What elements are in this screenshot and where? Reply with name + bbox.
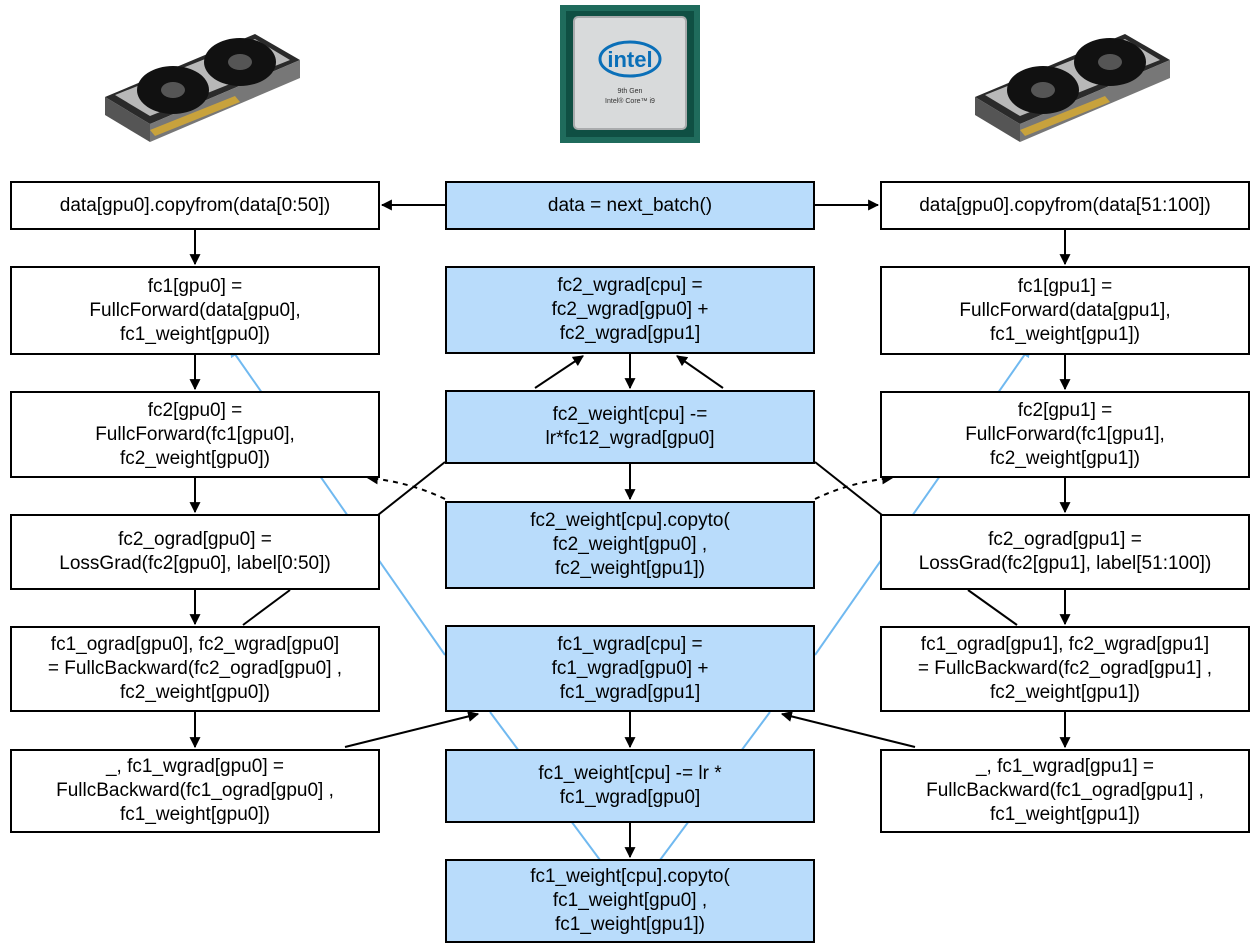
- node-cpu-fc2-wgrad-sum: fc2_wgrad[cpu] = fc2_wgrad[gpu0] + fc2_w…: [445, 266, 815, 354]
- gpu-left-illustration: [95, 12, 305, 152]
- node-cpu-fc1-weight-copy: fc1_weight[cpu].copyto( fc1_weight[gpu0]…: [445, 859, 815, 943]
- edge-to-fc2-wgrad-left: [534, 355, 584, 389]
- edge-copy-to-gpu0: [366, 473, 446, 500]
- node-gpu0-copy-data: data[gpu0].copyfrom(data[0:50]): [10, 181, 380, 230]
- node-gpu0-fc2-forward: fc2[gpu0] = FullcForward(fc1[gpu0], fc2_…: [10, 391, 380, 478]
- edge-gpu0-backward-diag: [242, 589, 291, 626]
- node-gpu0-fc2-backward: fc1_ograd[gpu0], fc2_wgrad[gpu0] = Fullc…: [10, 626, 380, 712]
- cpu-line1: 9th Gen: [618, 88, 643, 95]
- edge-to-fc2-wgrad-right: [676, 355, 724, 389]
- node-gpu0-fc1-forward: fc1[gpu0] = FullcForward(data[gpu0], fc1…: [10, 266, 380, 355]
- dashed-edges: [366, 473, 894, 500]
- solid-edges: [189, 199, 1071, 859]
- node-cpu-fc2-weight-update: fc2_weight[cpu] -= lr*fc12_wgrad[gpu0]: [445, 390, 815, 464]
- node-cpu-next-batch: data = next_batch(): [445, 181, 815, 230]
- node-cpu-fc1-wgrad-sum: fc1_wgrad[cpu] = fc1_wgrad[gpu0] + fc1_w…: [445, 625, 815, 712]
- edge-copy-to-gpu1: [814, 473, 894, 500]
- cpu-chip-icon: intel 9th Gen Intel® Core™ i9: [560, 5, 700, 143]
- node-gpu1-copy-data: data[gpu0].copyfrom(data[51:100]): [880, 181, 1250, 230]
- edge-gpu1-wgrad-to-cpu: [780, 711, 916, 748]
- node-gpu1-fc1-forward: fc1[gpu1] = FullcForward(data[gpu1], fc1…: [880, 266, 1250, 355]
- edge-gpu1-ograd-to-fc2: [814, 461, 883, 516]
- gpu-card-icon: [975, 34, 1170, 142]
- node-gpu1-fc2-backward: fc1_ograd[gpu1], fc2_wgrad[gpu1] = Fullc…: [880, 626, 1250, 712]
- cpu-brand: intel: [607, 47, 652, 72]
- node-gpu1-loss-grad: fc2_ograd[gpu1] = LossGrad(fc2[gpu1], la…: [880, 514, 1250, 590]
- node-gpu0-fc1-backward: _, fc1_wgrad[gpu0] = FullcBackward(fc1_o…: [10, 749, 380, 833]
- node-gpu1-fc2-forward: fc2[gpu1] = FullcForward(fc1[gpu1], fc2_…: [880, 391, 1250, 478]
- edge-gpu0-ograd-to-fc2: [377, 461, 446, 516]
- edge-gpu1-backward-diag: [967, 589, 1018, 626]
- edge-gpu0-wgrad-to-cpu: [344, 711, 480, 748]
- gpu-right-illustration: [965, 12, 1175, 152]
- node-gpu1-fc1-backward: _, fc1_wgrad[gpu1] = FullcBackward(fc1_o…: [880, 749, 1250, 833]
- cpu-illustration: intel 9th Gen Intel® Core™ i9: [560, 5, 700, 143]
- node-gpu0-loss-grad: fc2_ograd[gpu0] = LossGrad(fc2[gpu0], la…: [10, 514, 380, 590]
- cpu-line2: Intel® Core™ i9: [605, 97, 655, 105]
- node-cpu-fc1-weight-update: fc1_weight[cpu] -= lr * fc1_wgrad[gpu0]: [445, 749, 815, 823]
- node-cpu-fc2-weight-copy: fc2_weight[cpu].copyto( fc2_weight[gpu0]…: [445, 501, 815, 589]
- gpu-card-icon: [105, 34, 300, 142]
